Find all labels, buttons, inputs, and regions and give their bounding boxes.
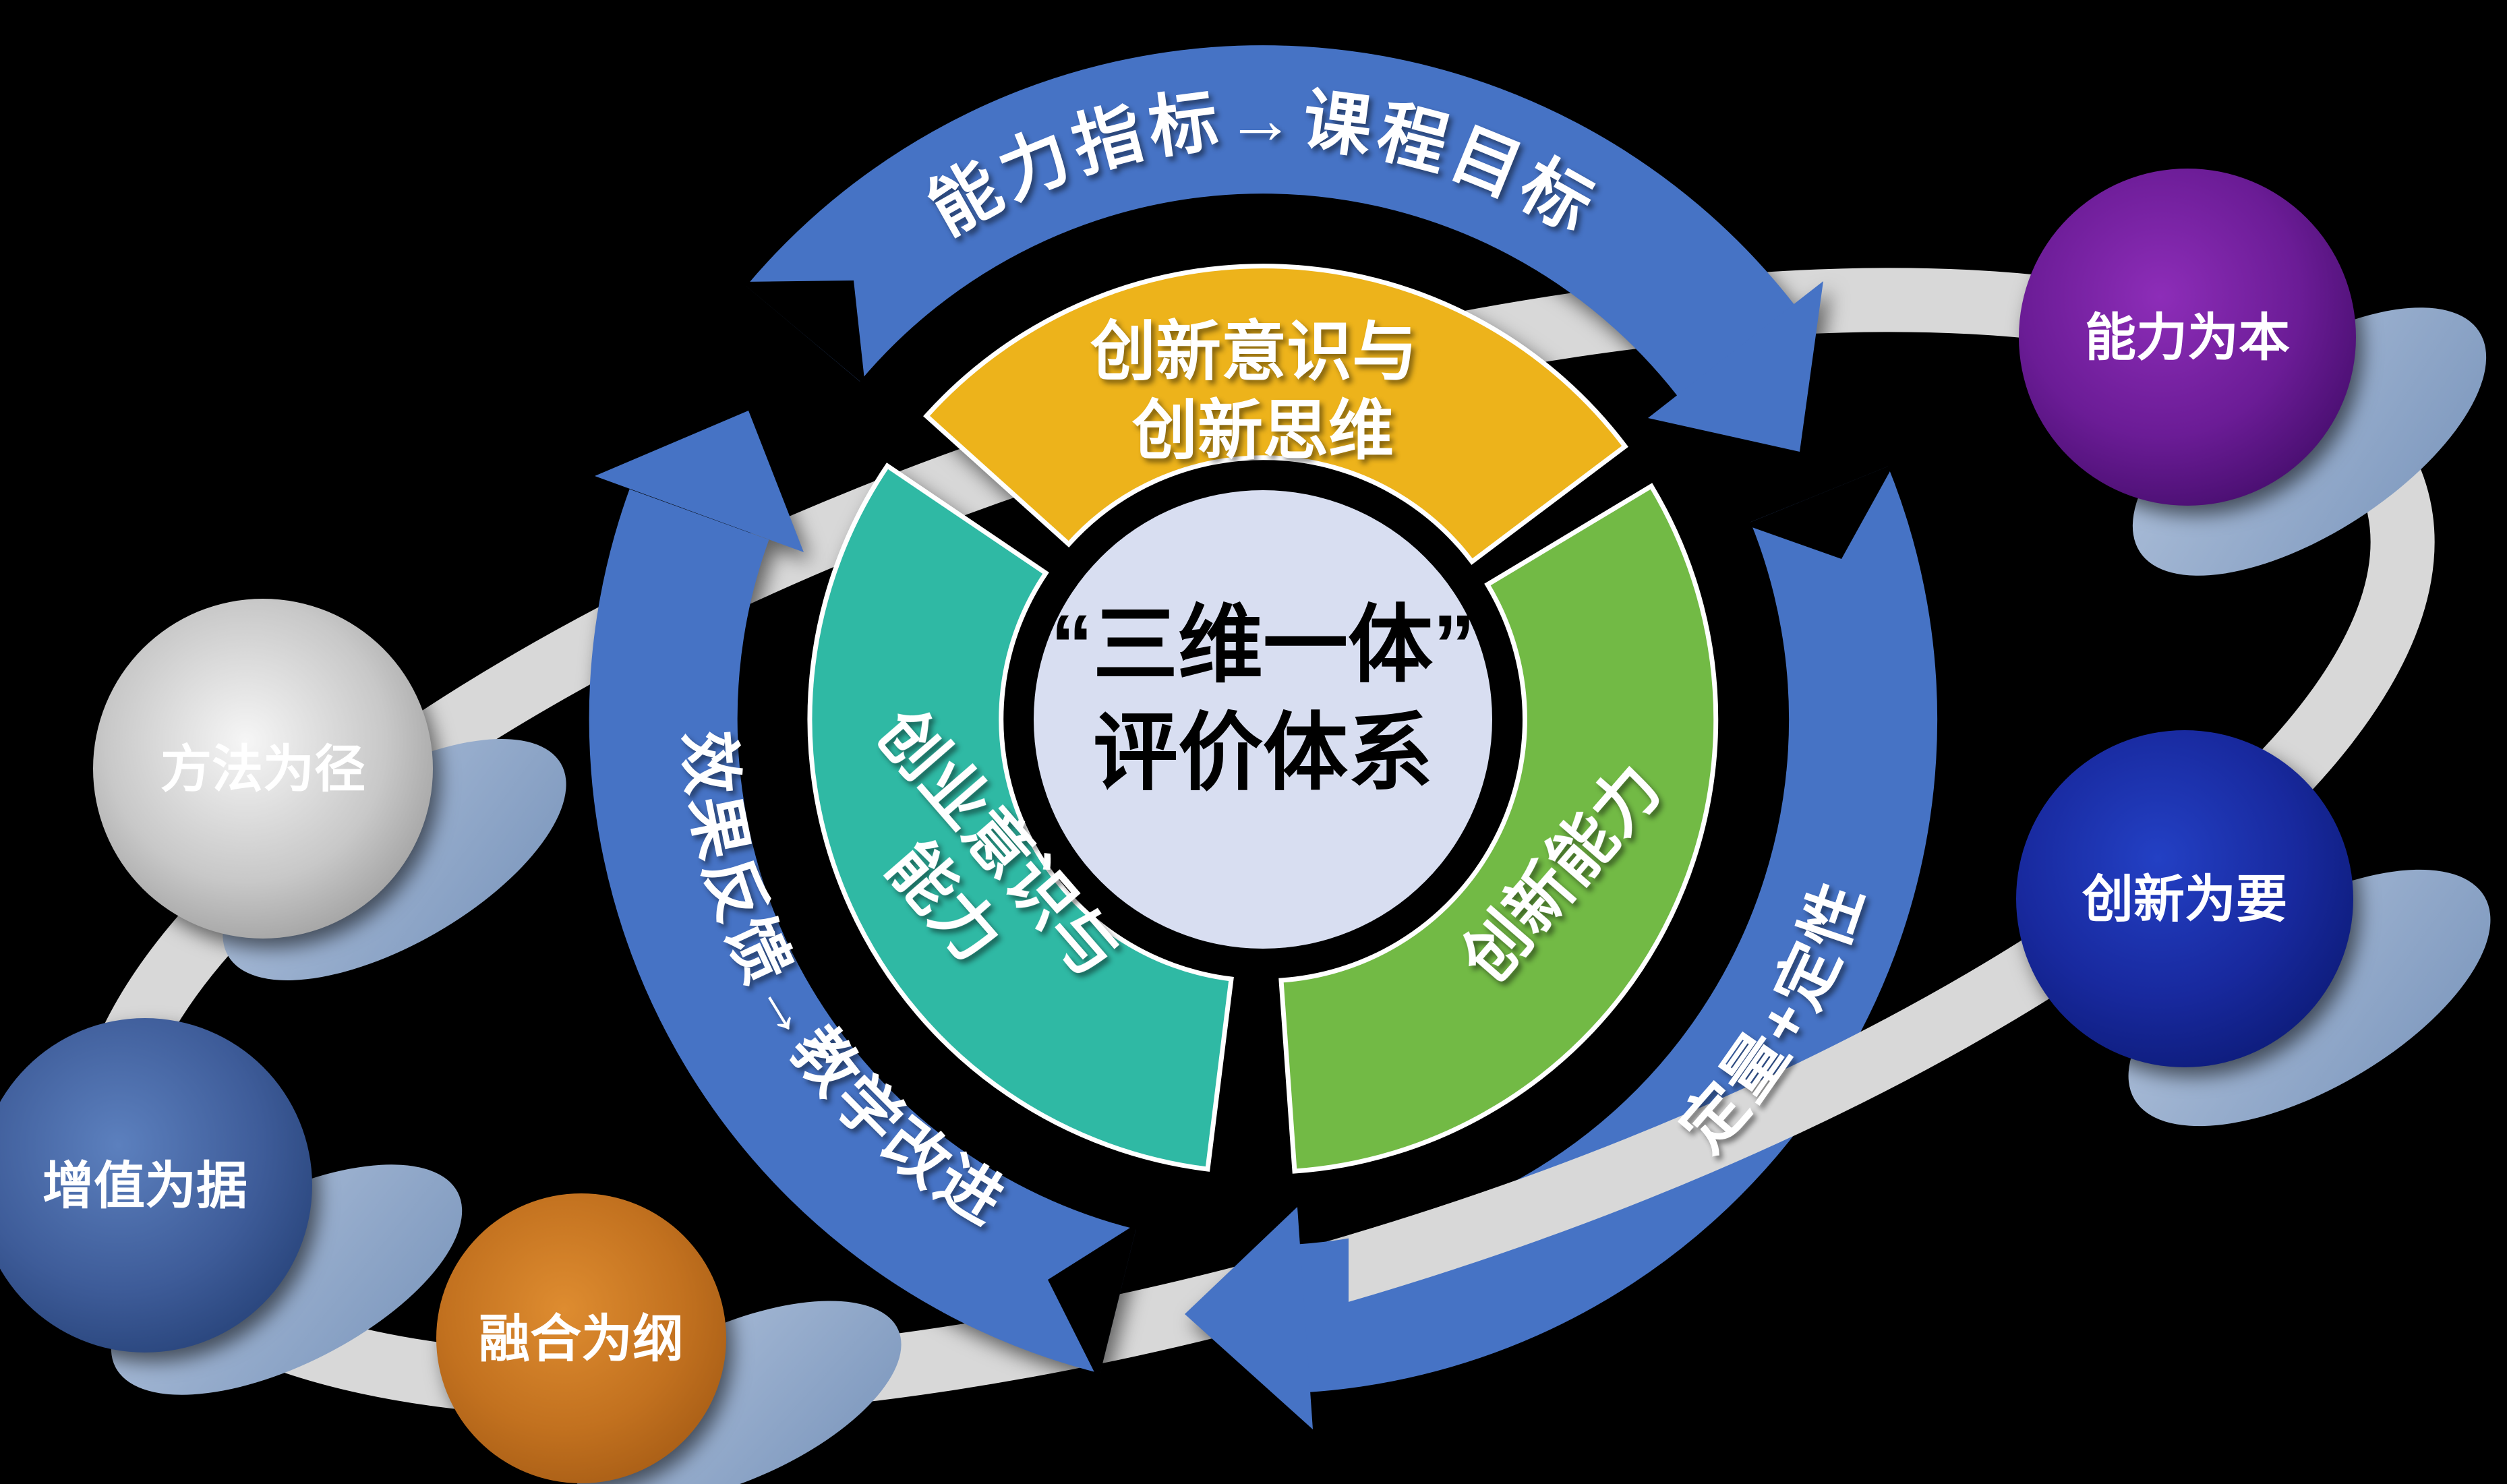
arrowhead-left-icon bbox=[595, 411, 804, 552]
satellite-value-added-label: 增值为据 bbox=[42, 1158, 247, 1215]
satellite-ability-sphere bbox=[2019, 169, 2356, 506]
inner-ring-top-segment bbox=[923, 264, 1628, 565]
inner-ring-top-label-line1: 创新意识与 bbox=[1090, 315, 1417, 388]
tail-notch-top bbox=[741, 280, 865, 386]
satellite-integration-sphere bbox=[436, 1193, 726, 1483]
arrowhead-right-icon bbox=[1185, 1207, 1313, 1429]
outer-ring bbox=[589, 45, 1938, 1429]
satellites: 能力为本 创新为要 方法为径 增值为据 融合为纲 bbox=[0, 169, 2356, 1483]
outer-ring-top-arc bbox=[746, 45, 1794, 396]
inner-ring-right-segment bbox=[1278, 483, 1719, 1174]
center-title-line1: “三维一体” bbox=[1051, 597, 1475, 692]
satellite-method-label: 方法为径 bbox=[160, 741, 365, 798]
orbit-ellipse-front bbox=[1349, 742, 2435, 1418]
satellite-innovation-label: 创新为要 bbox=[2082, 871, 2287, 928]
arrowhead-top-icon bbox=[1648, 281, 1823, 452]
inner-ring-top-label-line2: 创新思维 bbox=[1132, 394, 1394, 467]
tail-notch-left bbox=[1048, 1223, 1138, 1380]
outer-ring-left-arc bbox=[589, 489, 1136, 1373]
satellite-method-sphere bbox=[93, 599, 433, 939]
satellite-value-added-sphere bbox=[0, 1018, 312, 1353]
inner-ring-left-segment bbox=[807, 463, 1234, 1172]
inner-ring bbox=[807, 264, 1719, 1174]
outer-ring-right-arc bbox=[1299, 466, 1938, 1392]
satellite-ability-label: 能力为本 bbox=[2085, 309, 2290, 367]
center-title-line2: 评价体系 bbox=[1093, 705, 1433, 800]
inner-ring-top-label: 创新意识与 创新思维 bbox=[1090, 315, 1436, 467]
satellite-innovation-sphere bbox=[2016, 730, 2353, 1067]
tail-notch-right bbox=[1744, 464, 1894, 559]
center-hub bbox=[1034, 490, 1492, 949]
satellite-integration-label: 融合为纲 bbox=[479, 1311, 684, 1368]
